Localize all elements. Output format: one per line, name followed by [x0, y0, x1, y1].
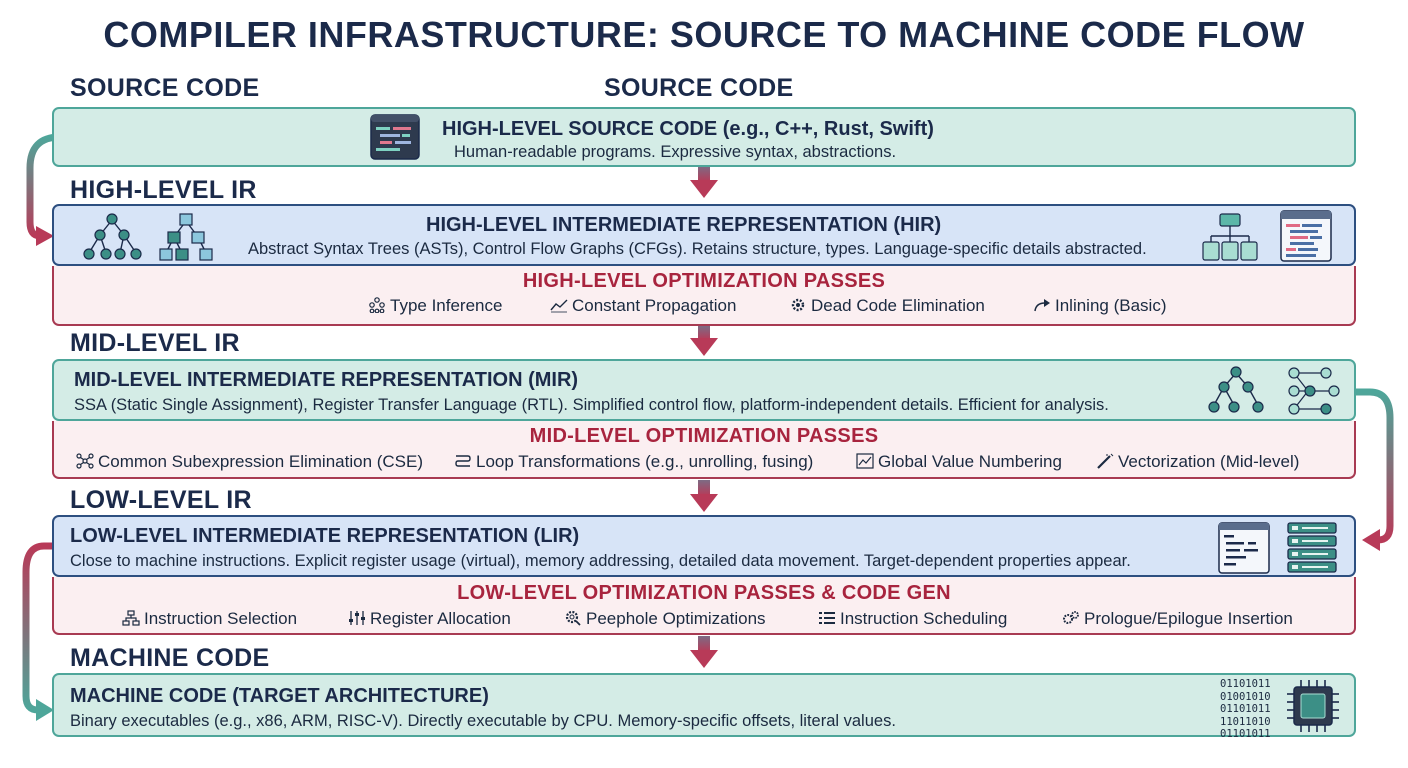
down-arrow	[690, 166, 718, 198]
hir-desc: Abstract Syntax Trees (ASTs), Control Fl…	[248, 240, 1147, 258]
pass-dead-code-elimination: Dead Code Elimination	[789, 296, 985, 316]
pass-global-value-numbering: Global Value Numbering	[856, 452, 1062, 472]
tree-icon	[83, 213, 142, 260]
flow-curve-lir-to-machine	[22, 542, 58, 714]
down-arrow	[690, 326, 718, 356]
code-window-icon	[1280, 210, 1332, 262]
source-code-title: HIGH-LEVEL SOURCE CODE (e.g., C++, Rust,…	[442, 118, 934, 140]
pass-label: Global Value Numbering	[878, 452, 1062, 471]
mir-passes-title: MID-LEVEL OPTIMIZATION PASSES	[529, 425, 879, 447]
section-label-mid-ir: MID-LEVEL IR	[70, 329, 240, 357]
pass-label: Common Subexpression Elimination (CSE)	[98, 452, 424, 471]
hir-box: HIGH-LEVEL INTERMEDIATE REPRESENTATION (…	[52, 204, 1356, 266]
hierarchy-icon	[122, 610, 140, 626]
redirect-arrow-icon	[1034, 299, 1050, 312]
chart-window-icon	[856, 453, 874, 469]
binary-line: 01101011	[1220, 703, 1271, 715]
arrow-head	[36, 699, 54, 721]
binary-line: 01101011	[1220, 728, 1271, 740]
lir-desc: Close to machine instructions. Explicit …	[70, 552, 1131, 570]
tree-icon	[1208, 366, 1264, 413]
down-arrow	[690, 636, 718, 668]
cpu-chip-icon	[1287, 680, 1339, 732]
pass-loop-transformations: Loop Transformations (e.g., unrolling, f…	[454, 452, 813, 472]
machine-code-title: MACHINE CODE (TARGET ARCHITECTURE)	[70, 685, 489, 707]
pass-label: Peephole Optimizations	[586, 609, 766, 628]
network-icon	[76, 453, 94, 469]
sliders-icon	[349, 611, 365, 625]
binary-line: 01001010	[1220, 690, 1271, 703]
pass-label: Register Allocation	[370, 609, 511, 628]
loop-icon	[455, 455, 471, 467]
pass-constant-propagation: Constant Propagation	[550, 296, 736, 316]
hir-passes-box: HIGH-LEVEL OPTIMIZATION PASSES Type Infe…	[52, 266, 1356, 326]
source-code-desc: Human-readable programs. Expressive synt…	[454, 143, 897, 161]
code-window-icon	[370, 114, 420, 160]
pass-label: Type Inference	[390, 296, 503, 315]
section-label-source-left: SOURCE CODE	[70, 74, 260, 102]
wand-icon	[1097, 453, 1114, 469]
mir-desc: SSA (Static Single Assignment), Register…	[74, 396, 1109, 414]
pass-instruction-selection: Instruction Selection	[122, 609, 297, 629]
flow-curve-mir-to-lir	[1352, 388, 1394, 544]
binary-line: 11011010	[1220, 715, 1271, 728]
nodes-icon	[369, 297, 385, 313]
lir-passes-box: LOW-LEVEL OPTIMIZATION PASSES & CODE GEN…	[52, 577, 1356, 635]
pass-prologue-epilogue-insertion: Prologue/Epilogue Insertion	[1062, 609, 1293, 629]
down-arrow	[690, 480, 718, 512]
pass-label: Vectorization (Mid-level)	[1118, 452, 1300, 471]
pass-label: Constant Propagation	[572, 296, 737, 315]
flow-curve-source-to-hir	[26, 133, 344, 240]
graph-icon	[1288, 367, 1340, 415]
pass-register-allocation: Register Allocation	[348, 609, 511, 629]
page-title: COMPILER INFRASTRUCTURE: SOURCE TO MACHI…	[103, 14, 1305, 55]
arrow-head	[36, 226, 54, 246]
section-label-low-ir: LOW-LEVEL IR	[70, 486, 252, 514]
section-label-high-ir: HIGH-LEVEL IR	[70, 176, 257, 204]
mir-passes-box: MID-LEVEL OPTIMIZATION PASSES Common Sub…	[52, 421, 1356, 479]
pass-peephole-optimizations: Peephole Optimizations	[564, 609, 766, 629]
mir-title: MID-LEVEL INTERMEDIATE REPRESENTATION (M…	[74, 369, 579, 391]
arrow-head	[1362, 529, 1380, 551]
pass-label: Loop Transformations (e.g., unrolling, f…	[476, 452, 814, 471]
code-window-icon	[1218, 522, 1270, 574]
pass-label: Instruction Selection	[144, 609, 298, 628]
pass-label: Dead Code Elimination	[811, 296, 985, 315]
pass-label: Inlining (Basic)	[1055, 296, 1167, 315]
section-label-machine-code: MACHINE CODE	[70, 644, 270, 672]
pass-instruction-scheduling: Instruction Scheduling	[818, 609, 1007, 629]
lir-passes-title: LOW-LEVEL OPTIMIZATION PASSES & CODE GEN	[457, 582, 951, 604]
pass-inlining-basic: Inlining (Basic)	[1033, 296, 1167, 316]
machine-code-desc: Binary executables (e.g., x86, ARM, RISC…	[70, 712, 896, 730]
list-icon	[819, 612, 835, 624]
pass-vectorization: Vectorization (Mid-level)	[1096, 452, 1299, 472]
trend-line-icon	[550, 299, 568, 313]
pass-label: Instruction Scheduling	[840, 609, 1008, 628]
mir-box: MID-LEVEL INTERMEDIATE REPRESENTATION (M…	[52, 359, 1356, 421]
source-code-box: HIGH-LEVEL SOURCE CODE (e.g., C++, Rust,…	[52, 107, 1356, 167]
section-label-source-center: SOURCE CODE	[604, 74, 794, 102]
pass-type-inference: Type Inference	[368, 296, 502, 316]
tree-icon	[159, 213, 213, 261]
gears-icon	[1063, 611, 1079, 624]
hir-title: HIGH-LEVEL INTERMEDIATE REPRESENTATION (…	[426, 214, 942, 236]
binary-line: 01101011	[1220, 678, 1271, 690]
lir-box: LOW-LEVEL INTERMEDIATE REPRESENTATION (L…	[52, 515, 1356, 577]
machine-code-box: MACHINE CODE (TARGET ARCHITECTURE) Binar…	[52, 673, 1356, 740]
gear-magnifier-icon	[565, 610, 581, 626]
server-stack-icon	[1287, 522, 1337, 573]
pass-label: Prologue/Epilogue Insertion	[1084, 609, 1293, 628]
lir-title: LOW-LEVEL INTERMEDIATE REPRESENTATION (L…	[70, 525, 580, 547]
gear-icon	[791, 298, 805, 312]
hir-passes-title: HIGH-LEVEL OPTIMIZATION PASSES	[522, 270, 886, 292]
hierarchy-icon	[1202, 213, 1258, 261]
pass-cse: Common Subexpression Elimination (CSE)	[76, 452, 423, 472]
